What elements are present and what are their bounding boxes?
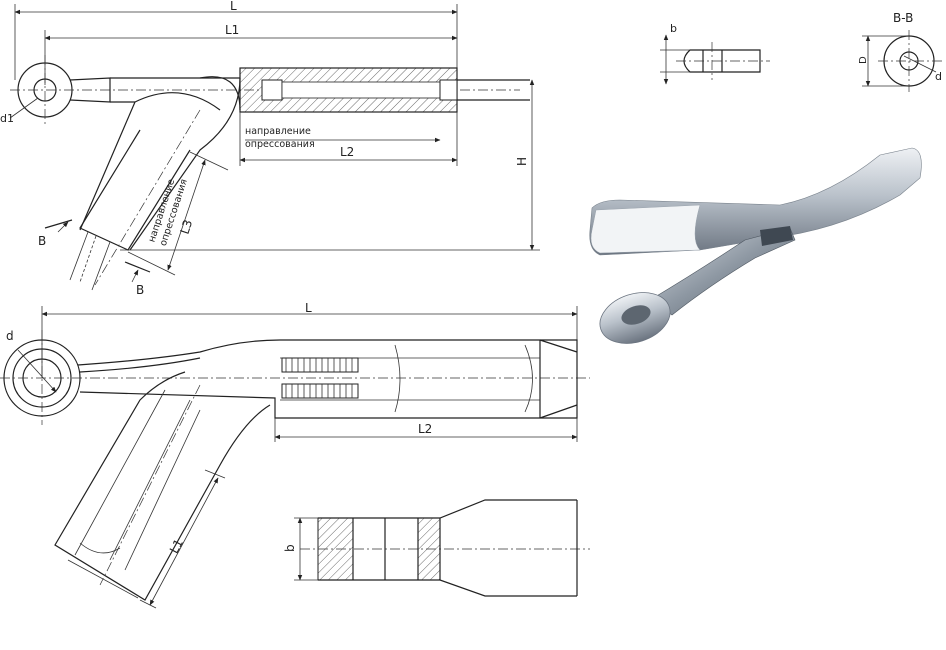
top-drawing: L L1 d1 xyxy=(0,0,540,297)
detail-b: b xyxy=(660,22,770,85)
product-photo xyxy=(589,147,922,344)
section-mark-right: B xyxy=(136,283,144,297)
dim-L2-label: L2 xyxy=(340,145,354,159)
dim-L-label: L xyxy=(230,0,237,13)
section-bb: B-B D d xyxy=(858,11,942,92)
bottom-dim-L2-label: L2 xyxy=(418,422,432,436)
bottom-dim-L-label: L xyxy=(305,301,312,315)
section-bb-dim-D: D xyxy=(858,56,869,64)
section-mark-left: B xyxy=(38,234,46,248)
dim-d1-label: d1 xyxy=(0,112,14,125)
bottom-dim-L1-label: L1 xyxy=(167,537,186,556)
bottom-drawing: L d xyxy=(0,301,590,609)
press-direction-line2: опрессования xyxy=(245,139,315,150)
press-direction-line1: направление xyxy=(245,126,311,137)
serrations xyxy=(281,357,359,399)
bottom-section-dim-b: b xyxy=(283,544,297,552)
dim-H-label: H xyxy=(515,157,529,166)
detail-dim-b: b xyxy=(670,22,677,35)
dim-L3-label: L3 xyxy=(177,218,195,236)
bottom-section: b xyxy=(283,499,590,597)
bottom-dim-d-label: d xyxy=(6,329,14,343)
dim-L1-label: L1 xyxy=(225,23,239,37)
section-bb-dim-d: d xyxy=(935,70,942,83)
section-bb-title: B-B xyxy=(893,11,913,25)
